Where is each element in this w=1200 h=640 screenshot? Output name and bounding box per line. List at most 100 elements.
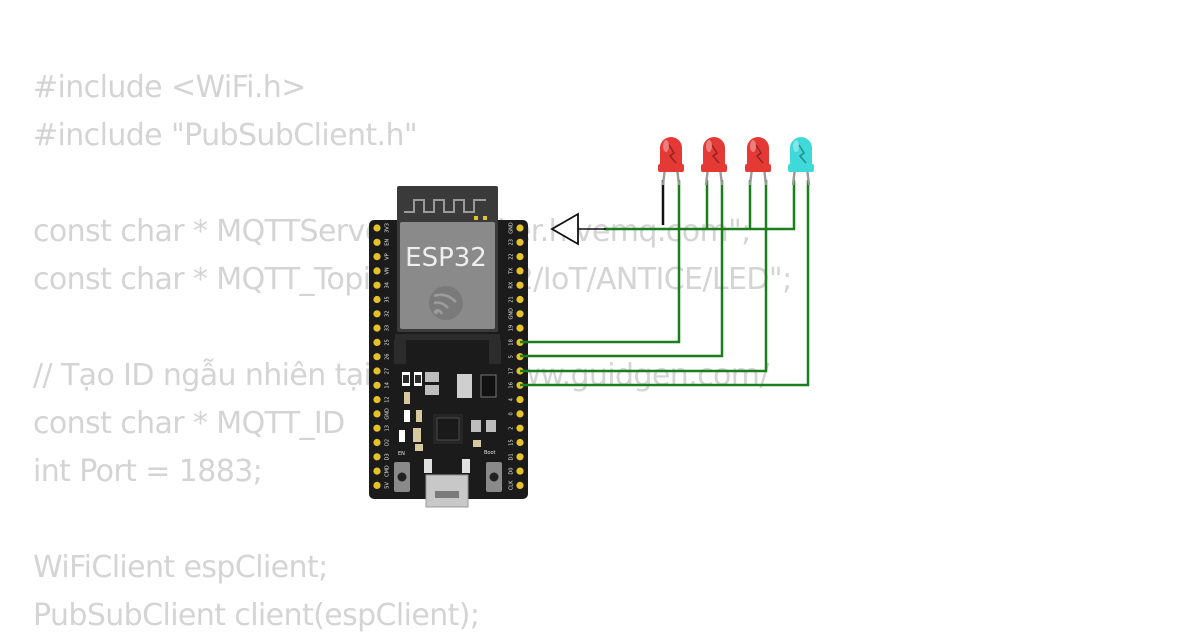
pin-pad[interactable]: [516, 410, 524, 418]
pin-label: 5V: [385, 482, 391, 489]
pin-label: 4: [509, 398, 515, 401]
pin-pad[interactable]: [373, 353, 381, 361]
pin-pad[interactable]: [516, 310, 524, 318]
pin-label: 21: [509, 296, 515, 302]
left-pin-header: 3V3ENVPVN343532332526271412GND13D2D3CMD5…: [373, 223, 391, 489]
pin-label: TX: [509, 267, 515, 275]
pin-label: VN: [385, 267, 391, 274]
pin-pad[interactable]: [373, 381, 381, 389]
pin-label: CMD: [385, 465, 391, 477]
en-button[interactable]: [394, 462, 410, 492]
pin-label: 33: [385, 325, 391, 331]
pin-label: GND: [509, 222, 515, 234]
pin-pad[interactable]: [516, 267, 524, 275]
pin-pad[interactable]: [516, 438, 524, 447]
usb-port[interactable]: [424, 459, 470, 508]
wire-pin-17: [520, 180, 768, 373]
pin-pad[interactable]: [373, 324, 381, 332]
pin-pad[interactable]: [373, 224, 381, 232]
pin-label: 3V3: [385, 223, 391, 233]
pin-pad[interactable]: [516, 467, 524, 475]
pin-pad[interactable]: [516, 424, 524, 432]
pin-pad[interactable]: [516, 481, 524, 489]
pin-label: CLK: [509, 480, 515, 490]
pin-label: 34: [385, 282, 391, 288]
pin-pad[interactable]: [373, 281, 381, 289]
code-line: PubSubClient client(espClient);: [33, 598, 480, 633]
pin-label: D3: [385, 453, 391, 460]
esp32-board[interactable]: ESP32: [369, 186, 528, 508]
pin-pad[interactable]: [373, 410, 381, 418]
antenna-trace: [404, 199, 486, 213]
pin-label: 0: [509, 412, 515, 415]
pin-pad[interactable]: [373, 253, 381, 261]
pin-pad[interactable]: [516, 281, 524, 289]
pin-pad[interactable]: [516, 324, 524, 332]
smd-components: [399, 372, 497, 451]
wire-arrow-icon: [550, 212, 579, 246]
pin-label: 27: [385, 368, 391, 374]
pin-pad[interactable]: [516, 453, 524, 461]
pin-pad[interactable]: [373, 481, 381, 489]
espressif-logo-icon: [429, 286, 463, 320]
pin-pad[interactable]: [516, 224, 524, 232]
status-dot: [474, 216, 478, 220]
en-label: EN: [398, 451, 405, 457]
pin-label: 23: [509, 239, 515, 245]
pin-label: 15: [509, 439, 515, 445]
pin-pad[interactable]: [373, 238, 381, 246]
pin-pad[interactable]: [373, 438, 381, 447]
led-red-icon[interactable]: [745, 137, 771, 186]
signal-wires[interactable]: [520, 180, 810, 387]
pin-pad[interactable]: [516, 295, 524, 304]
pin-label: 5: [509, 355, 515, 358]
pin-pad[interactable]: [373, 453, 381, 461]
code-line: int Port = 1883;: [33, 454, 263, 489]
pin-label: 22: [509, 253, 515, 259]
pin-label: 13: [385, 425, 391, 431]
pin-label: D0: [509, 468, 515, 475]
pin-label: 25: [385, 339, 391, 345]
led-red-icon[interactable]: [658, 137, 684, 186]
pin-label: VP: [385, 253, 391, 259]
pin-pad[interactable]: [516, 253, 524, 261]
boot-button[interactable]: [486, 462, 502, 492]
pin-label: 32: [385, 311, 391, 317]
pin-pad[interactable]: [373, 367, 381, 375]
pin-pad[interactable]: [373, 338, 381, 346]
boot-label: Boot: [484, 450, 496, 456]
pin-label: 14: [385, 382, 391, 388]
code-line: const char * MQTT_ID: [33, 406, 345, 441]
led-cyan-icon[interactable]: [788, 137, 814, 186]
pin-label: 35: [385, 296, 391, 302]
pin-pad[interactable]: [516, 396, 524, 404]
pin-pad[interactable]: [373, 310, 381, 318]
pin-pad[interactable]: [373, 424, 381, 432]
code-line: // Tạo ID ngẫu nhiên tại: https://www.gu…: [33, 358, 770, 393]
pin-label: D2: [385, 439, 391, 446]
pin-pad[interactable]: [373, 295, 381, 304]
ground-wire[interactable]: [550, 180, 796, 246]
pin-label: D1: [509, 453, 515, 460]
pin-pad[interactable]: [516, 238, 524, 246]
pin-pad[interactable]: [373, 396, 381, 404]
code-line: WiFiClient espClient;: [33, 550, 328, 585]
led-array: [658, 137, 814, 186]
pin-label: 17: [509, 368, 515, 374]
wire-pin-5: [520, 180, 724, 358]
pin-label: EN: [385, 239, 391, 246]
module-pads: [394, 334, 501, 364]
pin-label: RX: [509, 281, 515, 288]
pin-label: 26: [385, 354, 391, 360]
code-line: const char * MQTT_Topic = "ESP32/IoT/ANT…: [33, 262, 792, 297]
pin-label: 18: [509, 339, 515, 345]
led-red-icon[interactable]: [701, 137, 727, 186]
pin-label: GND: [385, 408, 391, 420]
pin-pad[interactable]: [373, 467, 381, 475]
pin-pad[interactable]: [373, 267, 381, 275]
code-line: #include "PubSubClient.h": [33, 118, 418, 153]
chip-label: ESP32: [405, 243, 487, 273]
rf-shield: [400, 222, 495, 329]
wire-pin-18: [520, 180, 681, 344]
